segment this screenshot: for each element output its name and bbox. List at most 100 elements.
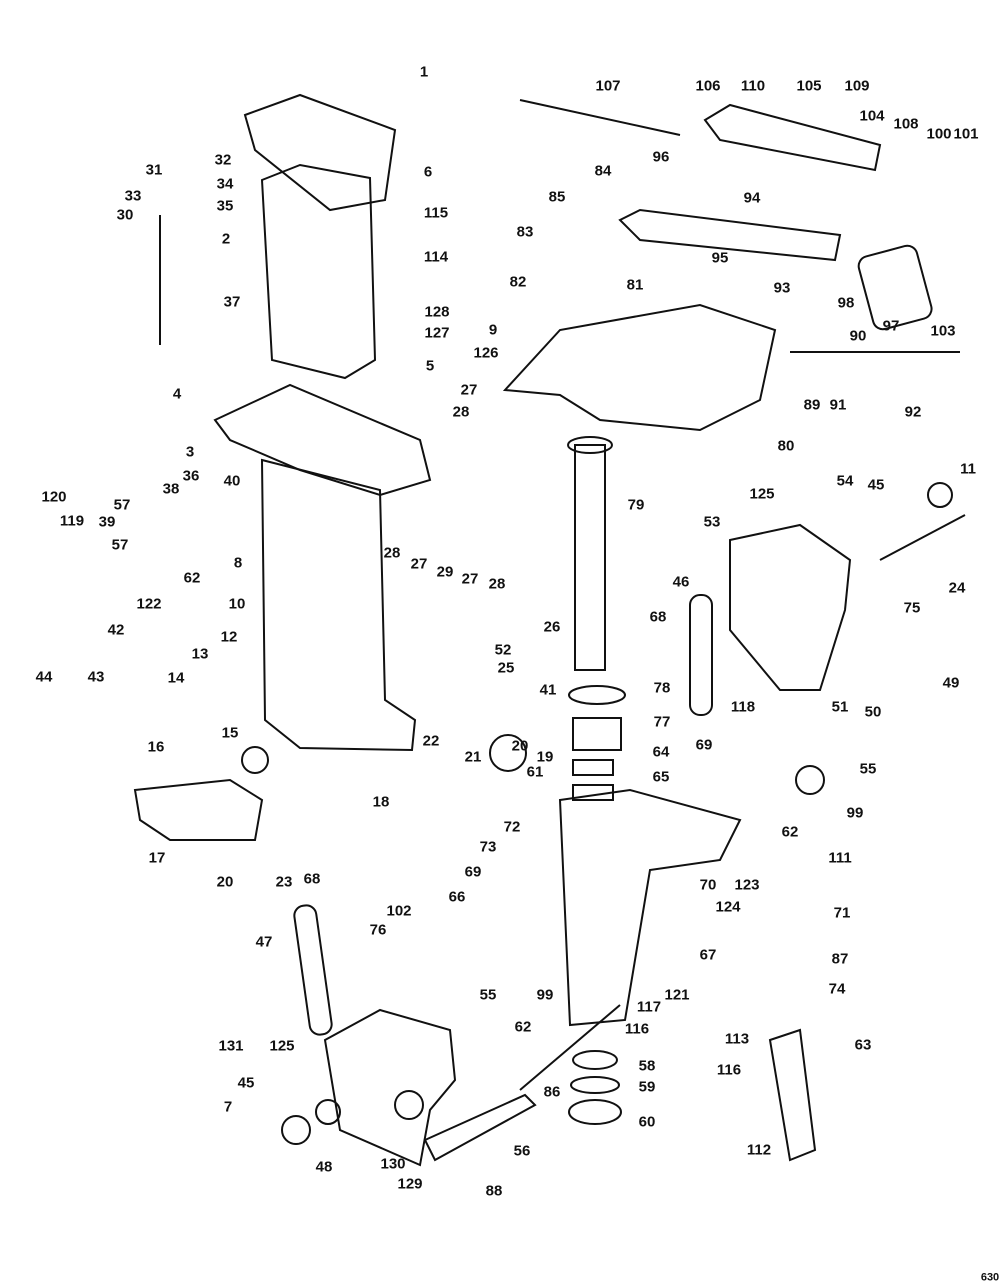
bushing-part bbox=[572, 717, 622, 751]
callout-label: 122 bbox=[136, 595, 162, 613]
callout-label: 57 bbox=[113, 496, 131, 514]
callout-label: 121 bbox=[664, 986, 690, 1004]
callout-label: 9 bbox=[488, 321, 498, 339]
callout-label: 94 bbox=[743, 189, 761, 207]
callout-label: 80 bbox=[777, 437, 795, 455]
callout-label: 127 bbox=[424, 324, 450, 342]
callout-label: 68 bbox=[303, 870, 321, 888]
callout-label: 82 bbox=[509, 273, 527, 291]
callout-label: 18 bbox=[372, 793, 390, 811]
callout-label: 27 bbox=[460, 381, 478, 399]
swivel-bracket-part bbox=[502, 303, 777, 432]
adapter-plate-part bbox=[213, 383, 432, 497]
callout-label: 35 bbox=[216, 197, 234, 215]
callout-label: 51 bbox=[831, 698, 849, 716]
callout-label: 12 bbox=[220, 628, 238, 646]
callout-label: 86 bbox=[543, 1083, 561, 1101]
callout-label: 14 bbox=[167, 669, 185, 687]
callout-label: 123 bbox=[734, 876, 760, 894]
callout-label: 24 bbox=[948, 579, 966, 597]
callout-label: 10 bbox=[228, 595, 246, 613]
callout-label: 93 bbox=[773, 279, 791, 297]
callout-label: 72 bbox=[503, 818, 521, 836]
callout-label: 78 bbox=[653, 679, 671, 697]
callout-label: 60 bbox=[638, 1113, 656, 1131]
callout-label: 57 bbox=[111, 536, 129, 554]
callout-label: 13 bbox=[191, 645, 209, 663]
grip-part bbox=[857, 244, 933, 331]
callout-label: 74 bbox=[828, 980, 846, 998]
callout-label: 17 bbox=[148, 849, 166, 867]
callout-label: 62 bbox=[183, 569, 201, 587]
callout-label: 36 bbox=[182, 467, 200, 485]
callout-label: 111 bbox=[828, 849, 852, 867]
callout-label: 84 bbox=[594, 162, 612, 180]
callout-label: 31 bbox=[145, 161, 163, 179]
callout-label: 16 bbox=[147, 738, 165, 756]
page-number: 630 bbox=[980, 1271, 1000, 1283]
callout-label: 76 bbox=[369, 921, 387, 939]
callout-label: 105 bbox=[796, 77, 822, 95]
callout-label: 61 bbox=[526, 763, 544, 781]
cover-part bbox=[133, 778, 264, 841]
callout-label: 92 bbox=[904, 403, 922, 421]
callout-label: 34 bbox=[216, 175, 234, 193]
callout-label: 28 bbox=[488, 575, 506, 593]
callout-label: 45 bbox=[237, 1074, 255, 1092]
callout-label: 131 bbox=[218, 1037, 244, 1055]
callout-label: 46 bbox=[672, 573, 690, 591]
stern-bracket-right-part bbox=[729, 523, 852, 691]
callout-label: 59 bbox=[638, 1078, 656, 1096]
callout-label: 50 bbox=[864, 703, 882, 721]
shift-cable-part bbox=[519, 99, 681, 136]
callout-label: 23 bbox=[275, 873, 293, 891]
ring-part bbox=[568, 685, 626, 705]
callout-label: 125 bbox=[269, 1037, 295, 1055]
callout-label: 81 bbox=[626, 276, 644, 294]
callout-label: 68 bbox=[649, 608, 667, 626]
exhaust-housing-part bbox=[260, 163, 377, 380]
callout-label: 21 bbox=[464, 748, 482, 766]
callout-label: 38 bbox=[162, 480, 180, 498]
callout-label: 62 bbox=[781, 823, 799, 841]
steering-handle-part bbox=[618, 208, 842, 262]
callout-label: 28 bbox=[383, 544, 401, 562]
callout-label: 100 bbox=[926, 125, 952, 143]
callout-label: 75 bbox=[903, 599, 921, 617]
callout-label: 110 bbox=[740, 77, 766, 95]
callout-label: 102 bbox=[386, 902, 412, 920]
callout-label: 129 bbox=[397, 1175, 423, 1193]
callout-label: 27 bbox=[410, 555, 428, 573]
callout-label: 103 bbox=[930, 322, 956, 340]
callout-label: 99 bbox=[846, 804, 864, 822]
callout-label: 62 bbox=[514, 1018, 532, 1036]
callout-label: 87 bbox=[831, 950, 849, 968]
callout-label: 116 bbox=[716, 1061, 742, 1079]
callout-label: 120 bbox=[41, 488, 67, 506]
callout-label: 119 bbox=[59, 512, 85, 530]
callout-label: 71 bbox=[833, 904, 851, 922]
callout-label: 64 bbox=[652, 743, 670, 761]
callout-label: 40 bbox=[223, 472, 241, 490]
callout-label: 106 bbox=[695, 77, 721, 95]
callout-label: 33 bbox=[124, 187, 142, 205]
callout-label: 89 bbox=[803, 396, 821, 414]
callout-label: 47 bbox=[255, 933, 273, 951]
callout-label: 48 bbox=[315, 1158, 333, 1176]
callout-label: 28 bbox=[452, 403, 470, 421]
gasket-part bbox=[243, 93, 397, 212]
callout-label: 112 bbox=[746, 1141, 772, 1159]
callout-label: 69 bbox=[695, 736, 713, 754]
callout-label: 5 bbox=[425, 357, 435, 375]
callout-label: 55 bbox=[479, 986, 497, 1004]
callout-label: 37 bbox=[223, 293, 241, 311]
callout-label: 2 bbox=[221, 230, 231, 248]
callout-label: 29 bbox=[436, 563, 454, 581]
callout-label: 70 bbox=[699, 876, 717, 894]
callout-label: 43 bbox=[87, 668, 105, 686]
stern-bracket-left-part bbox=[323, 1008, 457, 1167]
callout-label: 79 bbox=[627, 496, 645, 514]
callout-label: 66 bbox=[448, 888, 466, 906]
callout-label: 73 bbox=[479, 838, 497, 856]
